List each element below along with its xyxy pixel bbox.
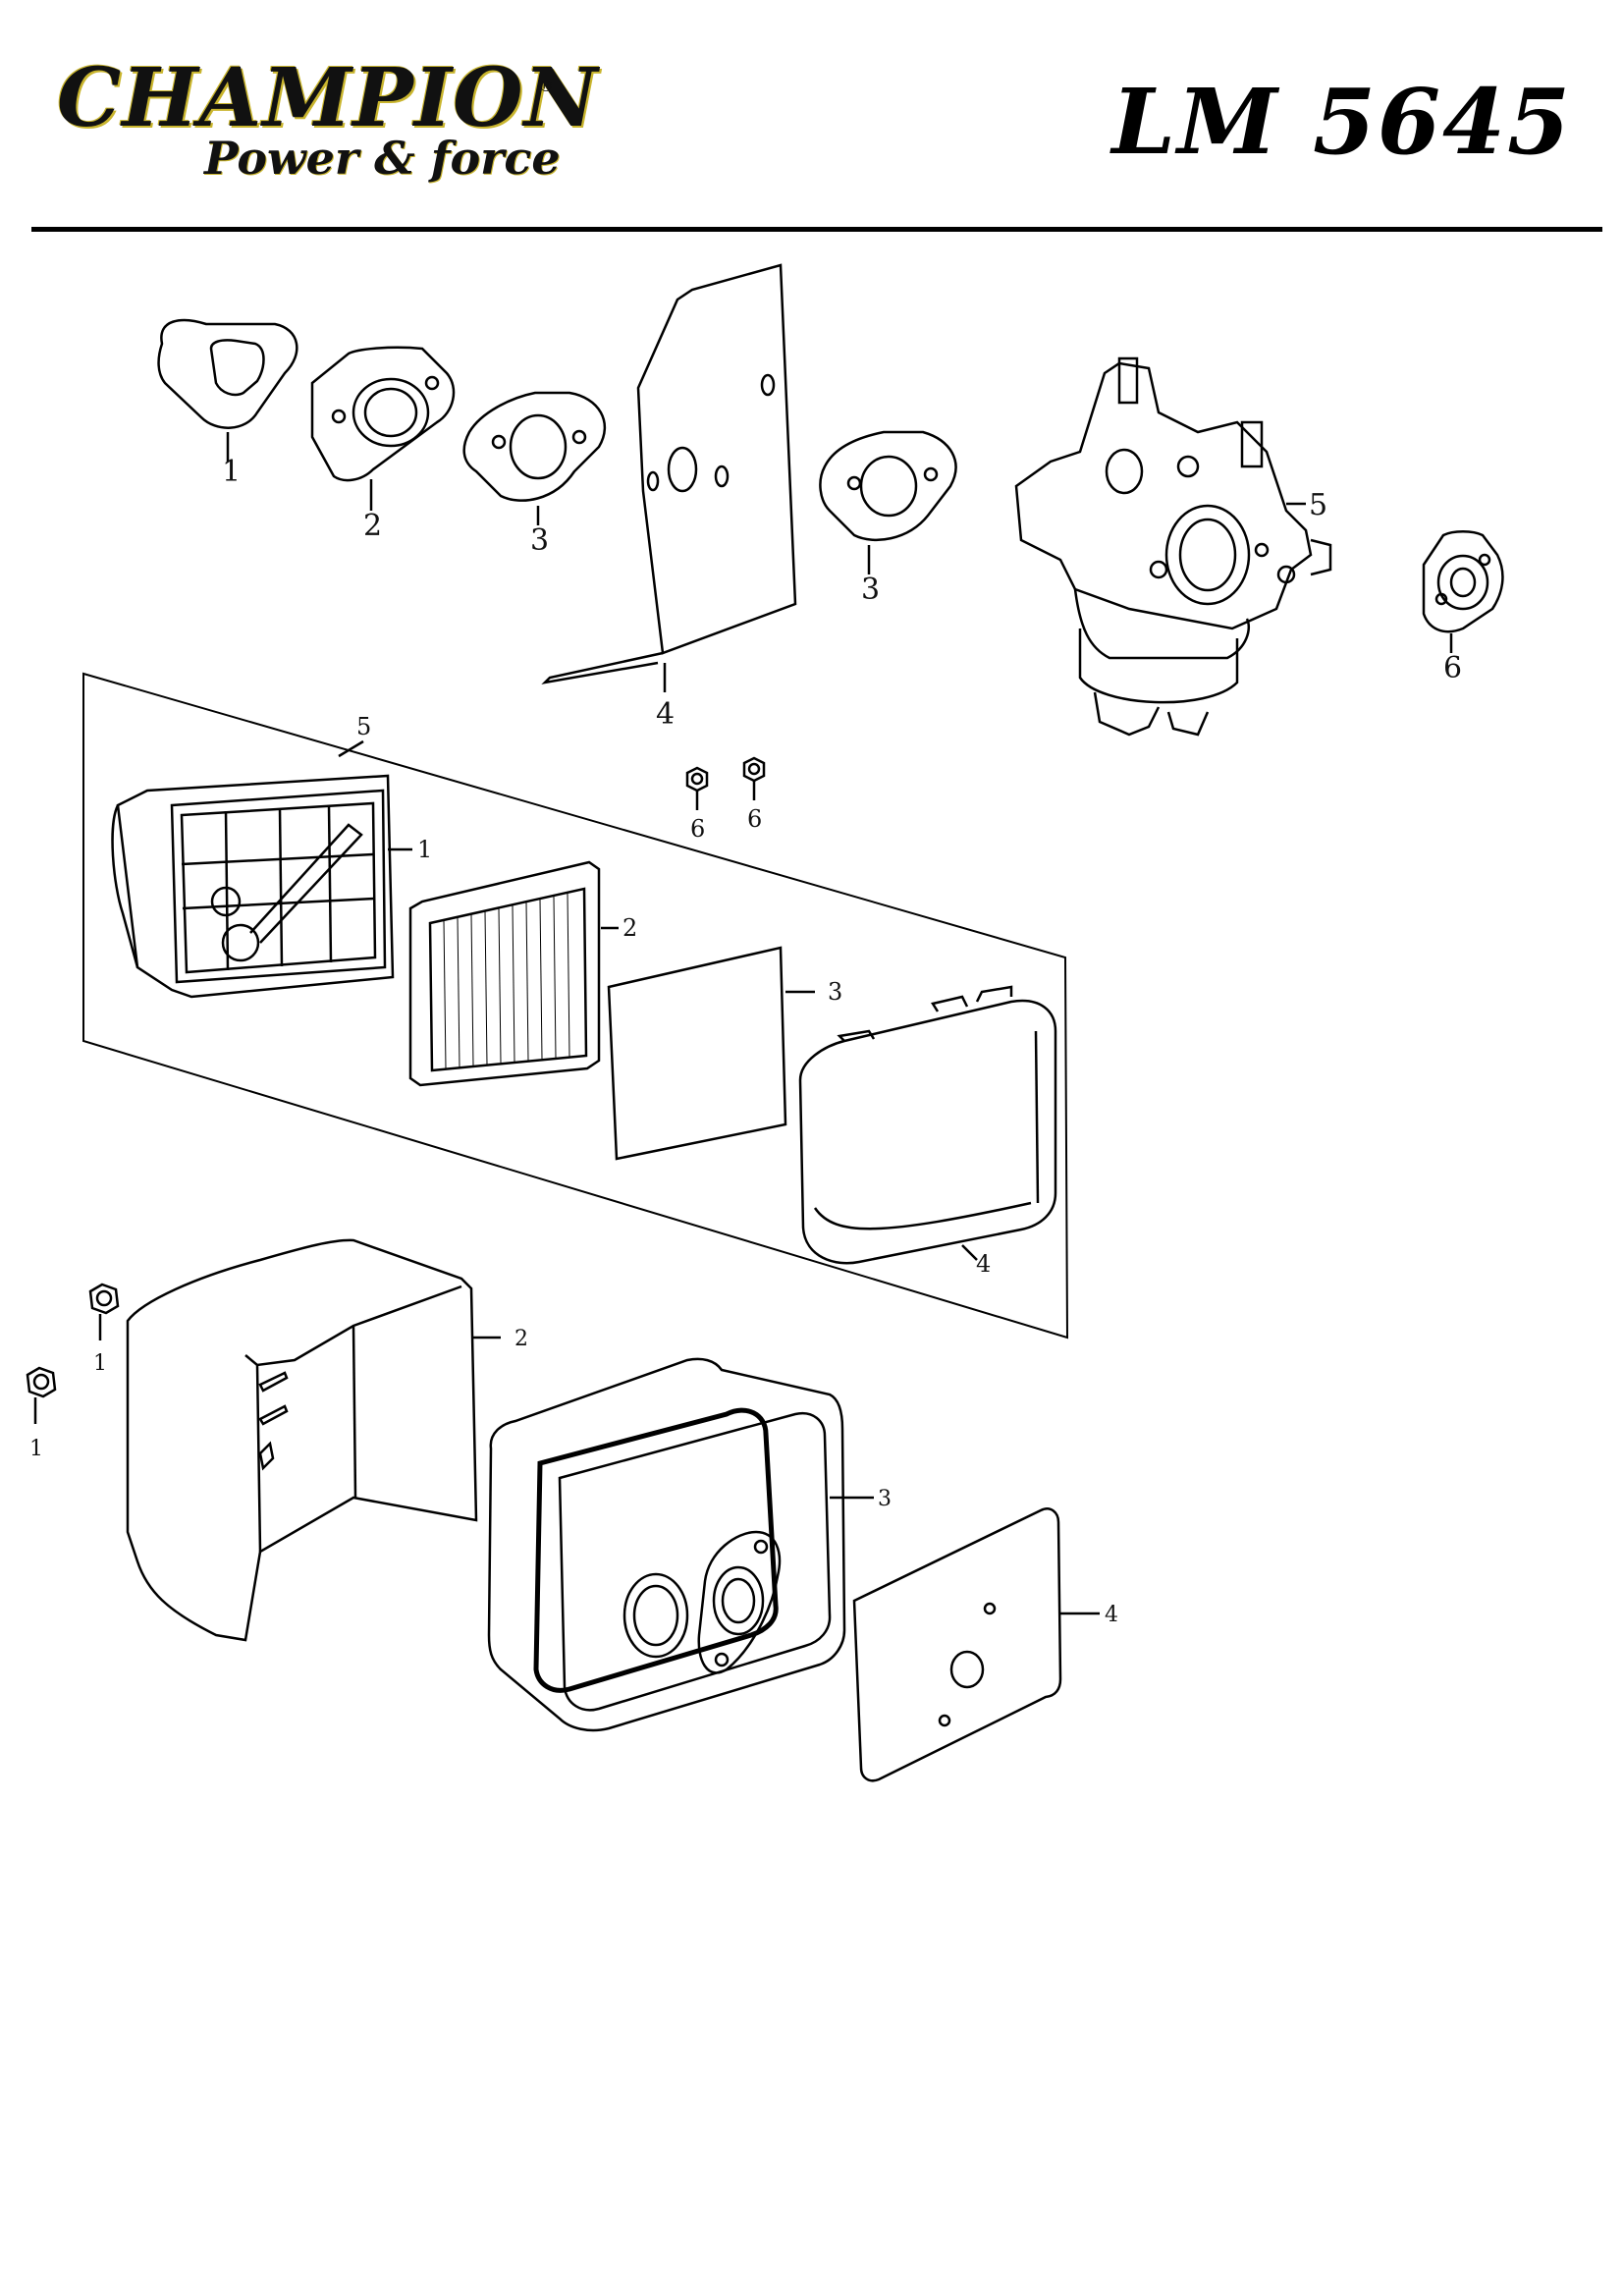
part-muffler-shield-2 [126,1238,501,1642]
model-number: LM 5645 [1111,69,1572,175]
callout-label: 6 [690,815,705,843]
page-header: CHAMPION ® Power & force LM 5645 [0,0,1623,246]
part-filter-element-2 [408,860,619,1087]
callout-label: 4 [656,697,675,732]
muffler-callouts: 1 1 2 3 4 [29,1327,1118,1627]
part-muffler-body-3 [487,1357,874,1732]
part-foam-prefilter-3 [607,946,815,1161]
callout-label: 3 [828,978,842,1006]
part-nut-1b [26,1366,57,1424]
callout-label: 2 [514,1327,528,1351]
brand-logo: CHAMPION [57,51,599,145]
registered-mark: ® [538,77,554,95]
part-insulator-2 [310,346,456,511]
header-divider [31,227,1602,232]
callout-label: 1 [222,455,241,489]
callout-label: 1 [29,1437,43,1461]
part-muffler-gasket-4 [852,1507,1100,1782]
leader-line [338,739,364,758]
callout-label: 3 [530,523,549,558]
callout-label: 5 [356,713,371,740]
callout-label: 4 [976,1250,991,1278]
part-filter-cover-4 [798,985,1057,1265]
callout-label: 3 [861,573,880,607]
callout-label: 3 [878,1487,892,1511]
callout-label: 1 [417,836,432,863]
air-filter-callouts: 5 1 2 3 4 6 6 [356,713,991,1278]
callout-label: 1 [93,1351,107,1376]
part-heat-shield-4 [541,263,797,692]
callout-label: 6 [1443,651,1462,685]
callout-label: 4 [1105,1603,1118,1627]
part-nut-6b [742,756,766,800]
part-gasket-6 [1422,530,1504,653]
part-gasket-3b [819,430,957,574]
callout-label: 5 [1309,488,1327,522]
callout-label: 2 [622,914,637,942]
carburetor-callouts: 1 2 3 4 3 5 6 [222,455,1462,732]
part-nut-1a [88,1283,120,1340]
muffler-group: 1 1 2 3 4 [26,1238,1118,1782]
part-gasket-3a [462,391,607,525]
group-outline-box [82,672,1069,1339]
part-filter-base-1 [111,774,412,999]
carburetor-group: 1 2 3 4 3 5 6 [157,263,1504,737]
callout-label: 6 [747,805,762,833]
part-nut-6a [685,766,709,810]
part-gasket-1 [157,318,298,462]
air-filter-group: 5 1 2 3 4 6 6 [82,672,1069,1339]
part-carburetor-5 [1014,356,1332,737]
brand-tagline: Power & force [204,132,561,185]
callout-label: 2 [363,509,382,543]
